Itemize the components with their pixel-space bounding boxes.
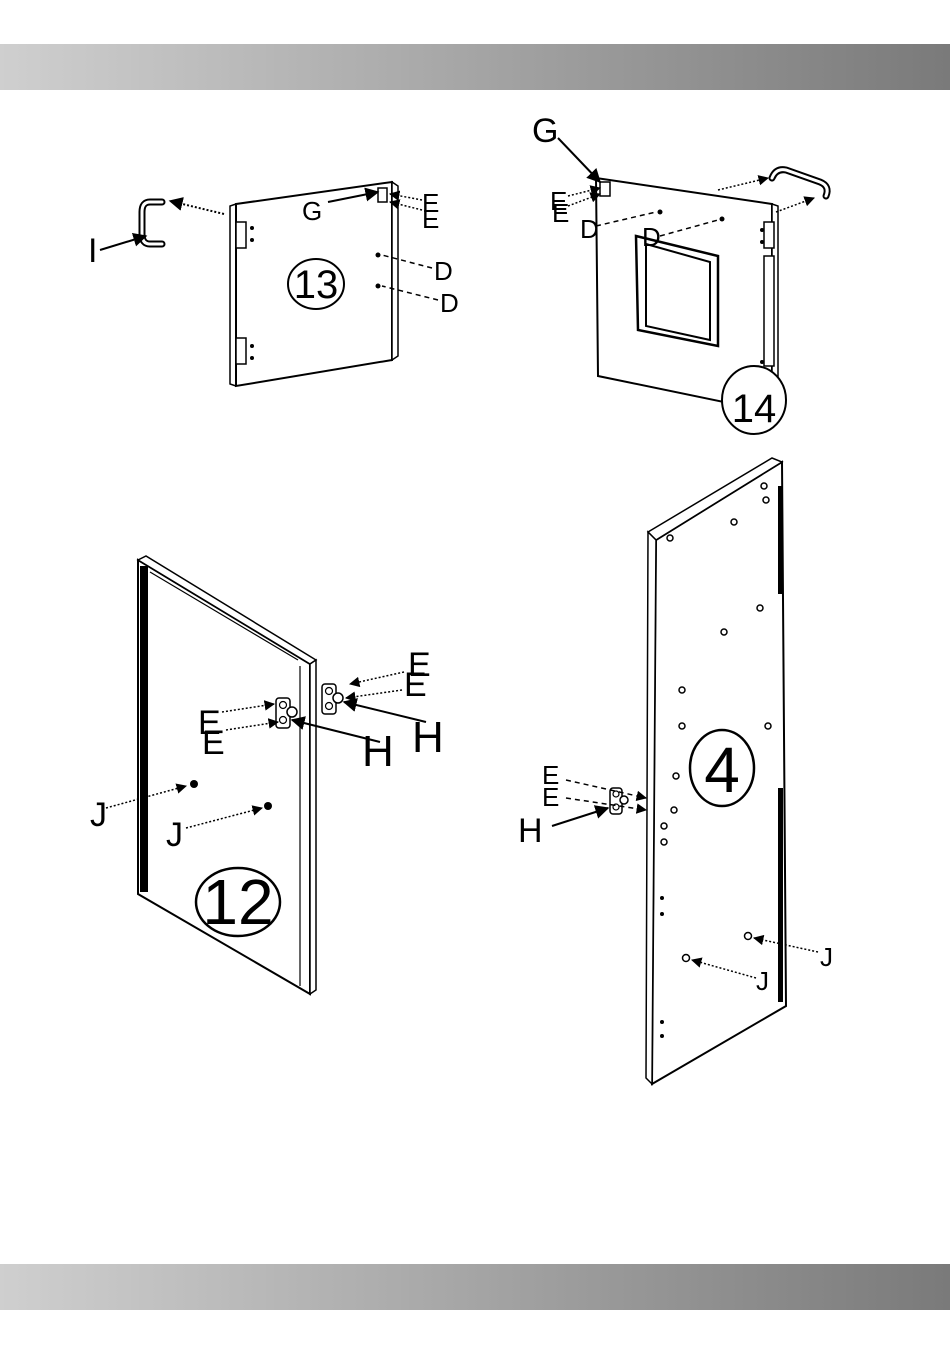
callout-12-e4: E <box>202 724 225 762</box>
hinge-plate-icon <box>600 182 610 196</box>
panel-12-hole-j1 <box>190 780 198 788</box>
callout-13-i: I <box>88 232 97 270</box>
panel-13-number: 13 <box>294 263 339 307</box>
panel-13-edge <box>392 182 398 360</box>
panel-14-number: 14 <box>732 387 777 431</box>
callout-14-d1: D <box>580 214 599 244</box>
callout-14-d2: D <box>642 222 661 252</box>
panel-14-hole-d2 <box>720 217 725 222</box>
panel-13-hole-d2 <box>376 284 381 289</box>
callout-13-g: G <box>302 196 322 226</box>
callout-14-g: G <box>532 112 558 150</box>
callout-12-h1: H <box>412 713 444 762</box>
panel-12-number: 12 <box>202 866 273 938</box>
panel-4-edge-band-top <box>778 486 783 594</box>
callout-4-j1: J <box>820 942 833 972</box>
panel-14-group: 14 G E E D D <box>532 112 827 434</box>
panel-13-hole-d1 <box>376 253 381 258</box>
hinge-plate-icon <box>378 188 387 202</box>
callout-4-e2: E <box>542 782 559 812</box>
panel-12-edge-band <box>140 566 148 892</box>
callout-12-j2: J <box>166 816 183 854</box>
callout-13-d1: D <box>434 256 453 286</box>
panel-4-group: 4 E E H J J <box>518 458 833 1084</box>
panel-14-hole-d1 <box>658 210 663 215</box>
panel-4-edge-band-bottom <box>778 788 783 1002</box>
callout-4-j2: J <box>756 966 769 996</box>
callout-4-h: H <box>518 812 543 850</box>
hinge-loose-icon <box>322 684 343 714</box>
callout-13-e2: E <box>422 204 439 234</box>
callout-12-j1: J <box>90 796 107 834</box>
panel-13-group: 13 I G E E D D <box>88 182 459 386</box>
panel-12-hole-j2 <box>264 802 272 810</box>
handle-i-icon <box>142 202 162 244</box>
callout-12-h2: H <box>362 727 394 776</box>
callout-13-d2: D <box>440 288 459 318</box>
panel-12-group: 12 E E H E E H J J <box>90 556 444 994</box>
panel-4-number: 4 <box>704 734 740 806</box>
callout-12-e2: E <box>404 666 427 704</box>
callout-14-e2: E <box>552 198 569 228</box>
